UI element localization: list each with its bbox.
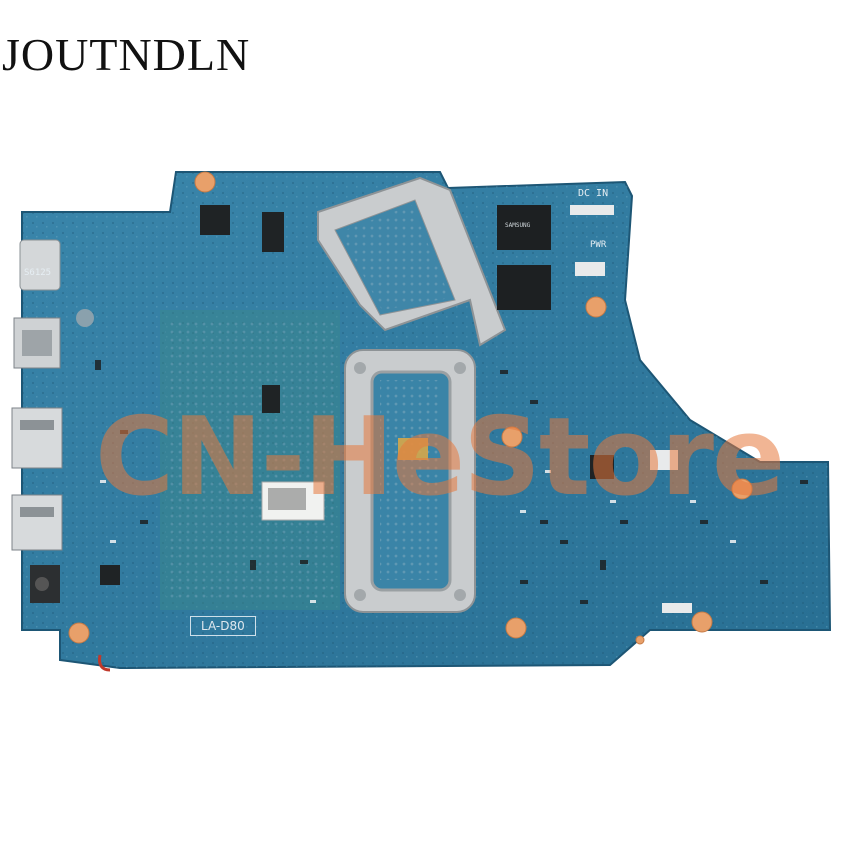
pwr-label: PWR (590, 240, 607, 250)
chip-label: SAMSUNG (505, 222, 531, 229)
port-label: S6125 (24, 268, 52, 278)
usb-port-2 (11, 494, 63, 551)
usb-port-1 (11, 407, 63, 469)
board-model-label: LA-D80 (190, 616, 256, 636)
brand-logo-text: JOUTNDLN (2, 29, 251, 80)
memory-chip-1 (497, 205, 551, 250)
usb-c-port (19, 239, 61, 291)
dc-in-label: DC IN (578, 188, 609, 199)
memory-chip-2 (497, 265, 551, 310)
